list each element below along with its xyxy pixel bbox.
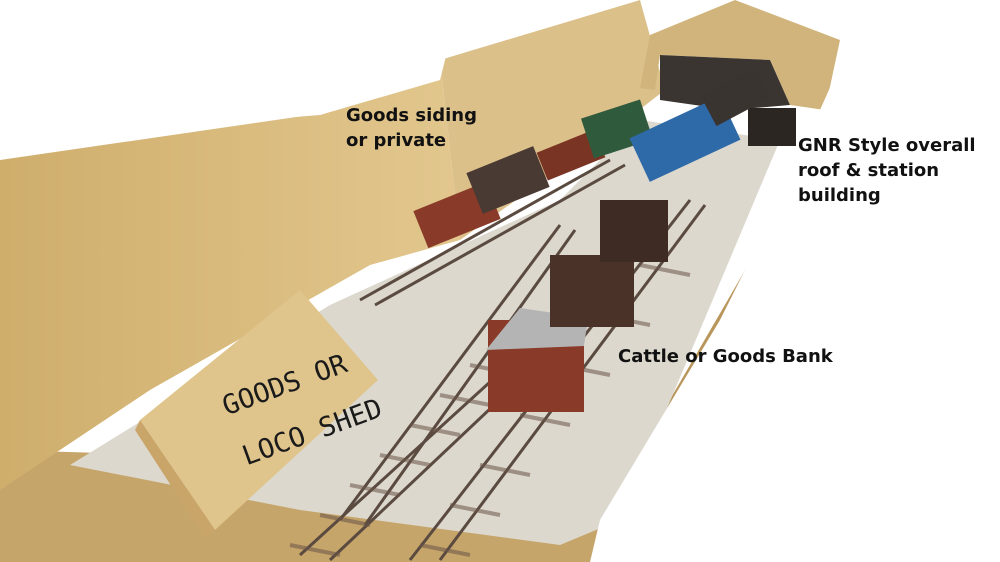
white-cutout-top-left (0, 0, 450, 160)
annotation-goods-siding-line-1: Goods siding (346, 105, 478, 126)
brake-van (466, 146, 550, 214)
open-wagon-red-2 (536, 129, 606, 181)
goods-loco-shed-block (140, 290, 378, 530)
coach (700, 67, 770, 127)
annotation-goods-siding-line-2: or private (346, 130, 447, 151)
annotation-gnr-roof: GNR Style overall roof & station buildin… (798, 133, 976, 208)
annotation-gnr-roof-line-3: building (798, 185, 881, 206)
left-backscene-board (0, 60, 460, 490)
overall-roof-building (640, 0, 840, 110)
van-brown-2 (600, 200, 668, 262)
white-cutout-right (590, 0, 1000, 562)
annotation-goods-siding: Goods siding or private (346, 103, 477, 153)
block-end-grain (135, 420, 215, 538)
annotation-gnr-roof-line-1: GNR Style overall (798, 135, 976, 156)
annotation-gnr-roof-line-2: roof & station (798, 160, 940, 181)
dark-block (748, 108, 796, 146)
van-brown-1 (550, 255, 634, 327)
annotation-cattle-bank: Cattle or Goods Bank (618, 346, 833, 367)
